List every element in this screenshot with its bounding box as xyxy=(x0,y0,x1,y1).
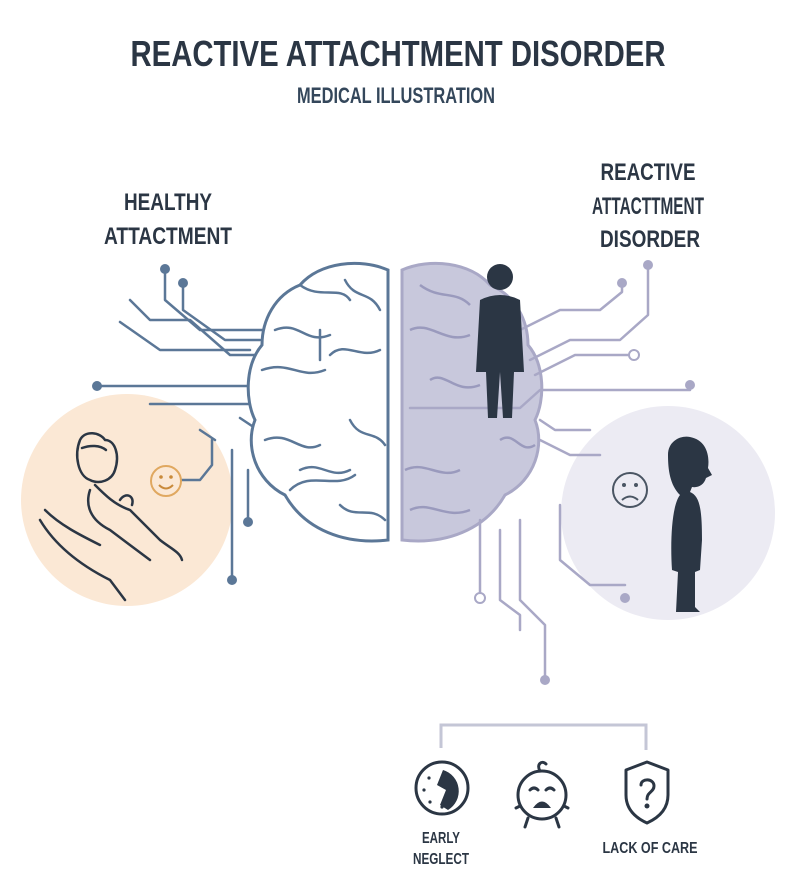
factor-early-neglect: EARLY NEGLECT xyxy=(413,760,470,868)
factors-bracket xyxy=(439,723,648,750)
child-silhouette-icon xyxy=(668,436,712,612)
shield-question-icon xyxy=(624,760,670,825)
page-title: REACTIVE ATTACHTMENT DISORDER xyxy=(131,33,666,74)
page-subtitle: MEDICAL ILLUSTRATION xyxy=(297,83,495,108)
happy-face-icon xyxy=(150,465,182,497)
crying-baby-icon xyxy=(514,760,570,829)
baby-in-hand-icon xyxy=(38,432,184,602)
disorder-circuit-lines xyxy=(408,260,695,685)
label-line: DISORDER xyxy=(600,226,700,253)
factor-label: EARLY xyxy=(422,830,460,847)
disorder-background-circle xyxy=(561,406,775,620)
factor-lack-of-care: LACK OF CARE xyxy=(603,760,698,857)
label-line: HEALTHY xyxy=(124,189,212,216)
label-line: ATTACTMENT xyxy=(104,223,232,250)
factor-label: LACK OF CARE xyxy=(603,840,698,857)
disorder-brain xyxy=(400,261,544,543)
healthy-background-circle xyxy=(21,394,233,606)
adult-silhouette-icon xyxy=(476,264,524,418)
sad-face-icon xyxy=(612,472,648,508)
label-line: REACTIVE xyxy=(601,159,696,186)
disorder-label: REACTIVE ATTACTTMENT DISORDER xyxy=(592,159,704,253)
broken-clock-icon xyxy=(414,760,470,816)
healthy-attachment-label: HEALTHY ATTACTMENT xyxy=(104,189,232,250)
factor-label: NEGLECT xyxy=(413,851,469,868)
healthy-brain xyxy=(246,261,390,543)
label-line: ATTACTTMENT xyxy=(592,193,704,220)
